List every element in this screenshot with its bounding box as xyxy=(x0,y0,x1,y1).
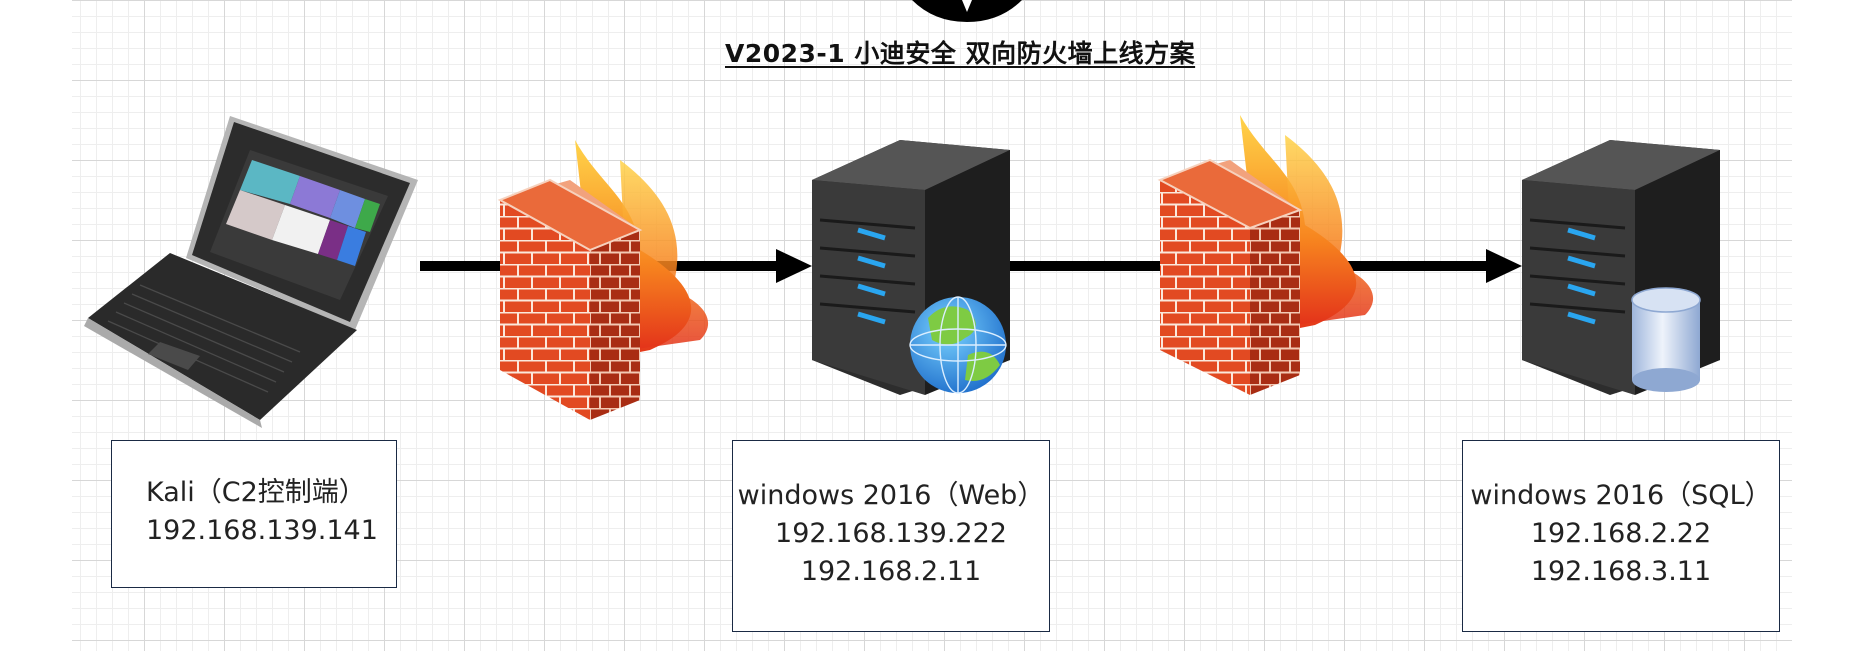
sql-hostname: windows 2016（SQL） xyxy=(1470,480,1772,511)
kali-hostname: Kali（C2控制端） xyxy=(146,477,366,508)
laptop-icon xyxy=(84,116,418,428)
firewall-icon xyxy=(497,140,709,420)
web-ip-2: 192.168.2.11 xyxy=(800,556,982,587)
firewall-icon xyxy=(1157,115,1374,395)
logo-fragment xyxy=(912,0,1022,22)
sql-ip-1: 192.168.2.22 xyxy=(1530,518,1712,549)
web-ip-1: 192.168.139.222 xyxy=(775,518,1007,549)
kali-label-box: Kali（C2控制端） 192.168.139.141 xyxy=(111,440,397,588)
sql-ip-2: 192.168.3.11 xyxy=(1530,556,1712,587)
database-server-icon xyxy=(1522,140,1720,395)
web-hostname: windows 2016（Web） xyxy=(737,480,1045,511)
web-server-icon xyxy=(812,140,1010,395)
kali-ip: 192.168.139.141 xyxy=(146,515,378,546)
web-label-box: windows 2016（Web） 192.168.139.222 192.16… xyxy=(732,440,1050,632)
sql-label-box: windows 2016（SQL） 192.168.2.22 192.168.3… xyxy=(1462,440,1780,632)
diagram-title: V2023-1 小迪安全 双向防火墙上线方案 xyxy=(725,39,1196,68)
